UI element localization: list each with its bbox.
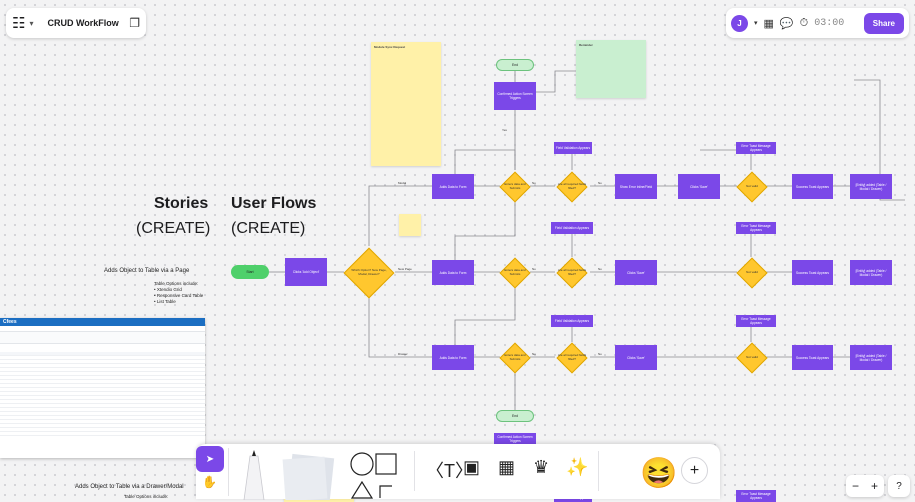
creation-toolbar — [196, 444, 720, 499]
flow-step-error-toast[interactable]: Error Toast Message Appears — [736, 315, 776, 327]
timer-readout[interactable]: 03:00 — [814, 17, 845, 29]
zoom-controls: − + — [846, 475, 884, 497]
flow-decision-label: Are all required fields filled? — [557, 353, 587, 361]
app-logo-icon[interactable]: ☷ — [12, 15, 26, 32]
edge-label-no: No — [598, 352, 602, 356]
flow-decision-label: Are all required fields filled? — [557, 268, 587, 276]
flow-step-add-object[interactable]: Clicks 'Add Object' — [285, 258, 327, 286]
chevron-down-icon[interactable]: ▾ — [29, 18, 34, 28]
stories-title: Stories — [154, 195, 209, 212]
avatar[interactable]: J — [731, 14, 748, 32]
flow-step-error-message[interactable]: Field Validation Appears — [554, 142, 592, 154]
flow-step-entity-added[interactable]: [Entity] added (Table / Modal / Drawer) — [850, 345, 892, 370]
emoji-sticker-icon[interactable]: 😆 — [640, 457, 678, 490]
flow-step-field-validation[interactable]: Field Validation Appears — [551, 222, 593, 234]
flow-step-click-save[interactable]: Clicks 'Save' — [615, 260, 657, 285]
pointer-icon[interactable]: ➤ — [196, 446, 224, 472]
thumb-header: Cfees — [0, 318, 205, 326]
help-icon[interactable]: ? — [888, 475, 910, 497]
flow-decision-label: Not valid — [746, 270, 758, 275]
flow-decision-label: Not valid — [746, 184, 758, 189]
flow-step-add-data[interactable]: Adds Data to Form — [432, 174, 474, 199]
flow-step-add-data[interactable]: Adds Data to Form — [432, 345, 474, 370]
add-more-icon[interactable]: + — [681, 457, 708, 484]
zoom-out-icon[interactable]: − — [851, 479, 859, 493]
flow-decision-label: Not valid — [746, 355, 758, 360]
table-option-item: • Xtendio Grid — [154, 287, 182, 292]
user-flows-title: User Flows — [231, 195, 317, 212]
panel-icon[interactable]: ▦ — [763, 17, 774, 30]
shapes-icon[interactable] — [348, 450, 402, 500]
pen-icon[interactable] — [236, 448, 272, 500]
flow-decision-main: Which Option? New Page, Modal, Drawer? — [351, 268, 387, 276]
edge-label-no: No — [532, 267, 536, 271]
flow-step-entity-added[interactable]: [Entity] added (Table / Modal / Drawer) — [850, 260, 892, 285]
edge-label-no: No — [598, 267, 602, 271]
board-actions: J ▾ ▦ 💬 ⏱ 03:00 Share — [726, 8, 909, 38]
edge-label-new-page: New Page — [398, 267, 412, 271]
flow-decision-label: Enters data and Submits — [504, 353, 526, 361]
sticky-note-title: Module Sync Request — [374, 45, 406, 49]
edge-label-no: No — [532, 352, 536, 356]
flow-end-node[interactable]: End — [496, 410, 534, 422]
table-screenshot-image[interactable]: Cfees — [0, 318, 205, 458]
timer-icon[interactable]: ⏱ — [799, 16, 809, 29]
flow-step-success-toast[interactable]: Success Toast Appears — [792, 260, 833, 285]
comment-icon[interactable]: 💬 — [779, 17, 794, 30]
flow-step-confirmed-action[interactable]: Confirmed Action Screen Triggers — [494, 433, 536, 445]
user-flows-subtitle: (CREATE) — [231, 220, 306, 237]
board-header: ☷ ▾ CRUD WorkFlow ❐ — [6, 8, 146, 38]
edge-label-drawer: Drawer — [398, 352, 408, 356]
flow-start-node[interactable]: Start — [231, 265, 269, 279]
edge-label-no: No — [532, 181, 536, 185]
flow-step-click-save[interactable]: Clicks 'Save' — [678, 174, 720, 199]
sticky-note-title: Reminder — [579, 43, 593, 47]
chevron-down-icon[interactable]: ▾ — [754, 20, 758, 27]
flow-step-form-error[interactable]: Show Error Inline/Field — [615, 174, 657, 199]
edge-label-drawer: Modal — [398, 181, 407, 185]
flow-step-confirmed-action[interactable]: Confirmed Action Screen Triggers — [494, 82, 536, 110]
hand-icon[interactable]: ✋ — [202, 475, 217, 489]
toolbar-divider — [414, 451, 415, 491]
table-options: Table Options include: • Xtendio Grid • … — [154, 281, 203, 305]
flow-decision-label: Are all required fields filled? — [557, 182, 587, 190]
share-button[interactable]: Share — [863, 12, 904, 34]
board-title[interactable]: CRUD WorkFlow — [47, 18, 119, 28]
flow-decision-label: Enters data and Submits — [504, 182, 526, 190]
zoom-in-icon[interactable]: + — [870, 479, 878, 493]
flow-step-add-data[interactable]: Adds Data to Form — [432, 260, 474, 285]
frame-icon[interactable]: ▣ — [463, 457, 481, 477]
flow-step-error-toast[interactable]: Error Toast Message Appears — [736, 222, 776, 234]
toolbar-divider — [598, 451, 599, 491]
table-icon[interactable]: ▦ — [498, 457, 516, 477]
flow-end-node[interactable]: End — [496, 59, 534, 71]
sticky-notes-icon[interactable] — [276, 448, 342, 500]
flow-step-success-toast[interactable]: Success Toast Appears — [792, 174, 833, 199]
edge-label-no: No — [598, 181, 602, 185]
table-option-item: • List Table — [154, 299, 176, 304]
text-icon[interactable]: 〈T〉 — [426, 461, 473, 481]
sticky-note-small[interactable] — [399, 214, 421, 236]
stories-subtitle: (CREATE) — [136, 220, 211, 237]
table-options-title: Table Options include: — [154, 281, 199, 286]
table-options-bottom: Table Options include: — [124, 494, 169, 499]
sticky-note-reminder[interactable]: Reminder — [576, 40, 646, 98]
ai-sparkle-icon[interactable]: ✨ — [566, 457, 589, 477]
sticky-note-requirements[interactable]: Module Sync Request — [371, 42, 441, 166]
stamp-icon[interactable]: ♛ — [533, 457, 550, 477]
flow-step-field-validation[interactable]: Field Validation Appears — [551, 315, 593, 327]
toolbar-divider — [228, 448, 229, 496]
edge-label-yes: Yes — [502, 128, 507, 132]
table-option-item: • Responsive Card Table — [154, 293, 204, 298]
adds-via-page-label: Adds Object to Table via a Page — [104, 268, 190, 274]
flow-step-click-save[interactable]: Clicks 'Save' — [615, 345, 657, 370]
adds-via-drawer-label: Adds Object to Table via a Drawer/Modal — [75, 484, 184, 490]
flow-step-entity-added[interactable]: [Entity] added (Table / Modal / Drawer) — [850, 174, 892, 199]
duplicate-icon[interactable]: ❐ — [129, 16, 140, 30]
flow-step-success-toast[interactable]: Success Toast Appears — [792, 345, 833, 370]
flow-step-error-toast[interactable]: Error Toast Message Appears — [736, 142, 776, 154]
flow-decision-label: Enters data and Submits — [504, 268, 526, 276]
flow-step-error-toast[interactable]: Error Toast Message Appears — [736, 490, 776, 502]
